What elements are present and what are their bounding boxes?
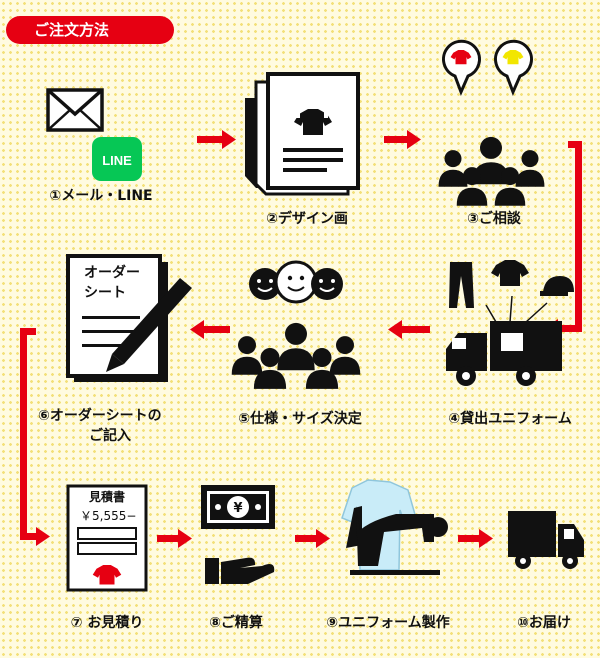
arrow-right-4	[295, 529, 330, 548]
step-9-label: ⑨ユニフォーム製作	[326, 615, 450, 631]
arrow-right-1	[197, 130, 236, 149]
svg-text:オーダー: オーダー	[84, 264, 140, 281]
svg-text:LINE: LINE	[102, 153, 132, 168]
step-6-label-line2: ご記入	[89, 428, 131, 444]
delivery-truck-icon	[446, 321, 562, 386]
arrow-right-3	[157, 529, 192, 548]
step-4-label: ④貸出ユニフォーム	[448, 411, 572, 427]
connector-left	[20, 328, 50, 546]
design-drawing-icon	[245, 72, 360, 196]
hand-icon	[205, 557, 275, 584]
page-title: ご注文方法	[6, 16, 174, 44]
arrow-right-5	[458, 529, 493, 548]
estimate-document-icon: 見積書 ￥5,555−	[66, 484, 148, 592]
step-7-label: ⑦ お見積り	[70, 615, 144, 631]
rental-uniform-icon	[449, 260, 574, 323]
svg-text:見積書: 見積書	[88, 489, 125, 504]
step-10-label: ⑩お届け	[517, 615, 571, 631]
step-3-label: ③ご相談	[467, 211, 521, 227]
arrow-left-2	[190, 320, 230, 339]
connector-right	[544, 141, 582, 338]
svg-text:¥: ¥	[233, 501, 242, 516]
step-2-label: ②デザイン画	[266, 211, 348, 227]
arrow-right-2	[384, 130, 421, 149]
step-5-label: ⑤仕様・サイズ決定	[238, 411, 362, 427]
consultation-group-icon	[438, 39, 545, 206]
step-8-label: ⑧ご精算	[209, 615, 263, 631]
mail-icon	[46, 88, 104, 132]
svg-text:￥5,555−: ￥5,555−	[80, 509, 136, 523]
step-1-label: ①メール・LINE	[49, 188, 153, 204]
arrow-left-1	[388, 320, 430, 339]
line-app-icon: LINE	[92, 137, 142, 181]
order-sheet-icon: オーダー シート	[66, 254, 192, 382]
discussion-group-icon	[231, 260, 361, 389]
payment-money-icon: ¥	[201, 485, 275, 529]
svg-text:シート: シート	[84, 285, 126, 301]
step-6-label: ⑥オーダーシートの	[38, 408, 162, 424]
sewing-machine-icon	[341, 479, 448, 575]
delivery-truck-small-icon	[508, 511, 584, 569]
